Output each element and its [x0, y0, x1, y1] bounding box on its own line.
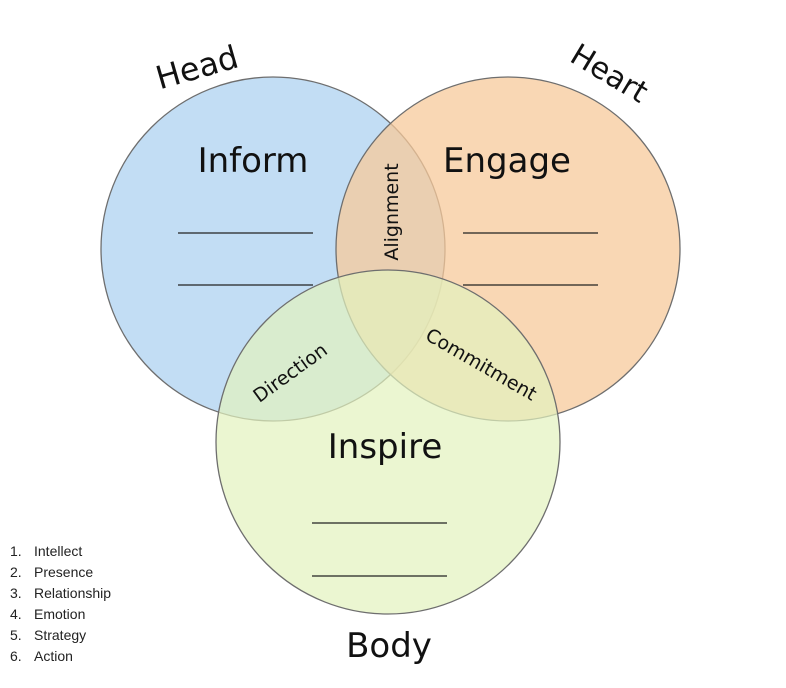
list-item-number: 1.	[10, 543, 22, 559]
list-item: 4. Emotion	[10, 604, 111, 625]
inform-title: Inform	[198, 141, 309, 181]
inspire-title: Inspire	[328, 427, 442, 467]
list-item-text: Strategy	[34, 627, 87, 643]
body-label: Body	[346, 626, 432, 666]
body-circle	[215, 269, 561, 615]
list-item: 2. Presence	[10, 562, 111, 583]
list-item-text: Relationship	[34, 585, 112, 601]
list-item: 6. Action	[10, 646, 111, 667]
list-item-number: 3.	[10, 585, 22, 601]
list-item-text: Presence	[34, 564, 94, 580]
list-item-text: Action	[34, 648, 73, 664]
list-item-number: 2.	[10, 564, 22, 580]
list-item-text: Emotion	[34, 606, 86, 622]
list-item: 1. Intellect	[10, 541, 111, 562]
engage-title: Engage	[443, 141, 571, 181]
list-item-number: 5.	[10, 627, 22, 643]
list-item-number: 6.	[10, 648, 22, 664]
list-item-number: 4.	[10, 606, 22, 622]
alignment-label: Alignment	[381, 163, 403, 260]
numbered-list: 1. Intellect 2. Presence 3. Relationship 4.…	[10, 541, 111, 667]
blank-lines	[178, 232, 598, 577]
list-item-text: Intellect	[34, 543, 83, 559]
list-item: 3. Relationship	[10, 583, 111, 604]
list-item: 5. Strategy	[10, 625, 111, 646]
